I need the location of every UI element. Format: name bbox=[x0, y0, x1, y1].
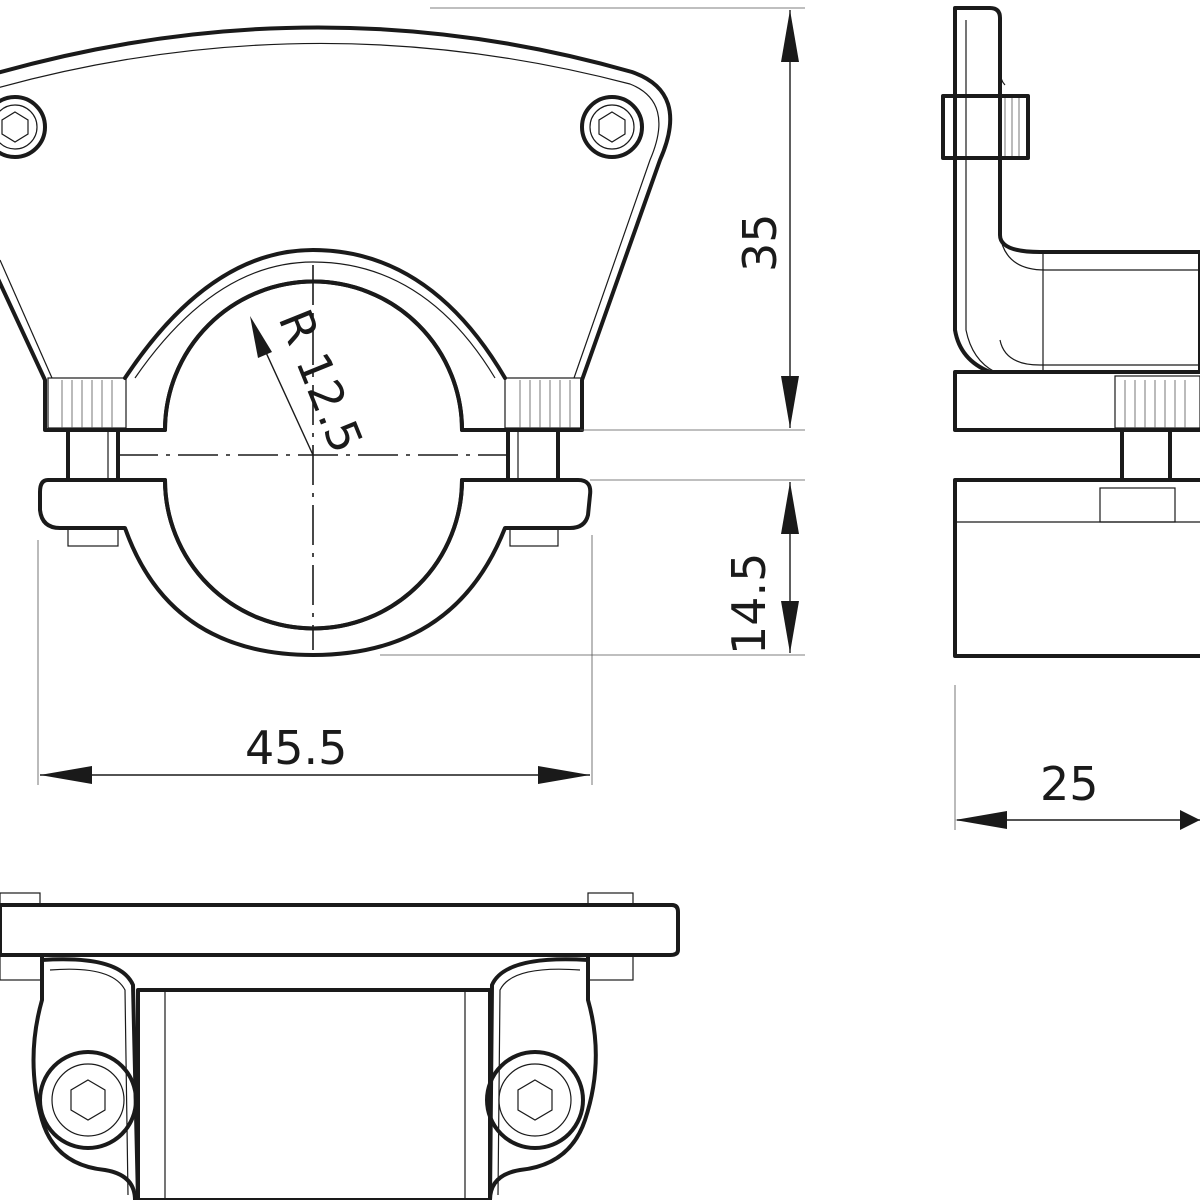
side-screw-head bbox=[941, 94, 1030, 160]
radius-label: R 12.5 bbox=[268, 302, 374, 460]
upper-clamp-left-edge bbox=[0, 259, 53, 379]
bottom-channel bbox=[136, 988, 492, 1200]
dim-14-5-arrow-top bbox=[781, 482, 799, 534]
side-bracket bbox=[953, 6, 1200, 382]
dim-35-arrow-bottom bbox=[781, 376, 799, 428]
dim-45-5-arrow-right bbox=[538, 766, 590, 784]
plate-right-stub-bottom bbox=[587, 954, 634, 981]
side-view bbox=[941, 6, 1200, 658]
side-bolt-shank bbox=[1120, 428, 1172, 482]
side-bracket-fillet bbox=[999, 234, 1200, 271]
side-top-chamfer bbox=[999, 69, 1006, 86]
plate-left-stub-bottom bbox=[0, 954, 43, 981]
bottom-left-lug bbox=[40, 957, 140, 1200]
left-bolt-shank bbox=[66, 428, 120, 482]
plate-left-stub-top bbox=[0, 892, 41, 906]
bottom-right-lug-inner bbox=[497, 968, 581, 1196]
right-bolt-tail bbox=[509, 527, 559, 547]
dim-45-5-arrow-left bbox=[40, 766, 92, 784]
dim-25-arrow-left bbox=[955, 811, 1007, 829]
right-pad-threads bbox=[519, 380, 571, 428]
dim-35-arrow-top bbox=[781, 10, 799, 62]
dim-25-label: 25 bbox=[1040, 757, 1099, 811]
dim-25-arrow-right bbox=[1180, 810, 1200, 830]
front-view: R 12.5 bbox=[0, 25, 673, 657]
dim-14-5-arrow-bottom bbox=[781, 601, 799, 653]
bottom-right-hex-screw bbox=[485, 1050, 585, 1150]
side-screw-threads bbox=[1004, 98, 1020, 156]
left-hex-screw bbox=[0, 95, 47, 159]
side-lower-block bbox=[953, 478, 1200, 658]
side-upper-base bbox=[953, 370, 1200, 432]
bottom-left-hex-screw bbox=[38, 1050, 138, 1150]
side-lower-bolt bbox=[1099, 487, 1176, 523]
bottom-left-lug-inner bbox=[49, 968, 129, 1196]
side-bracket-fillet-lower bbox=[999, 339, 1200, 366]
dim-35-label: 35 bbox=[733, 213, 787, 272]
upper-clamp-saddle-inner bbox=[134, 261, 496, 379]
left-bolt-tail bbox=[67, 527, 119, 547]
side-dimensions: 25 bbox=[954, 685, 1200, 830]
upper-clamp-chamfer bbox=[0, 42, 660, 379]
lower-clamp-body bbox=[38, 478, 593, 657]
dim-45-5-label: 45.5 bbox=[245, 721, 347, 775]
dim-14-5-label: 14.5 bbox=[722, 553, 776, 655]
plate-right-stub-top bbox=[587, 892, 634, 906]
bottom-right-lug bbox=[488, 957, 590, 1200]
radius-arrow bbox=[250, 316, 272, 358]
right-hex-screw bbox=[580, 95, 644, 159]
upper-clamp-saddle bbox=[123, 248, 507, 380]
left-pad-threads bbox=[61, 380, 113, 428]
bottom-view bbox=[0, 892, 680, 1200]
front-dimensions: 35 14.5 45.5 bbox=[37, 7, 805, 785]
bottom-plate bbox=[0, 903, 680, 957]
right-bolt-shank bbox=[506, 428, 560, 482]
side-bracket-inner bbox=[965, 20, 996, 373]
